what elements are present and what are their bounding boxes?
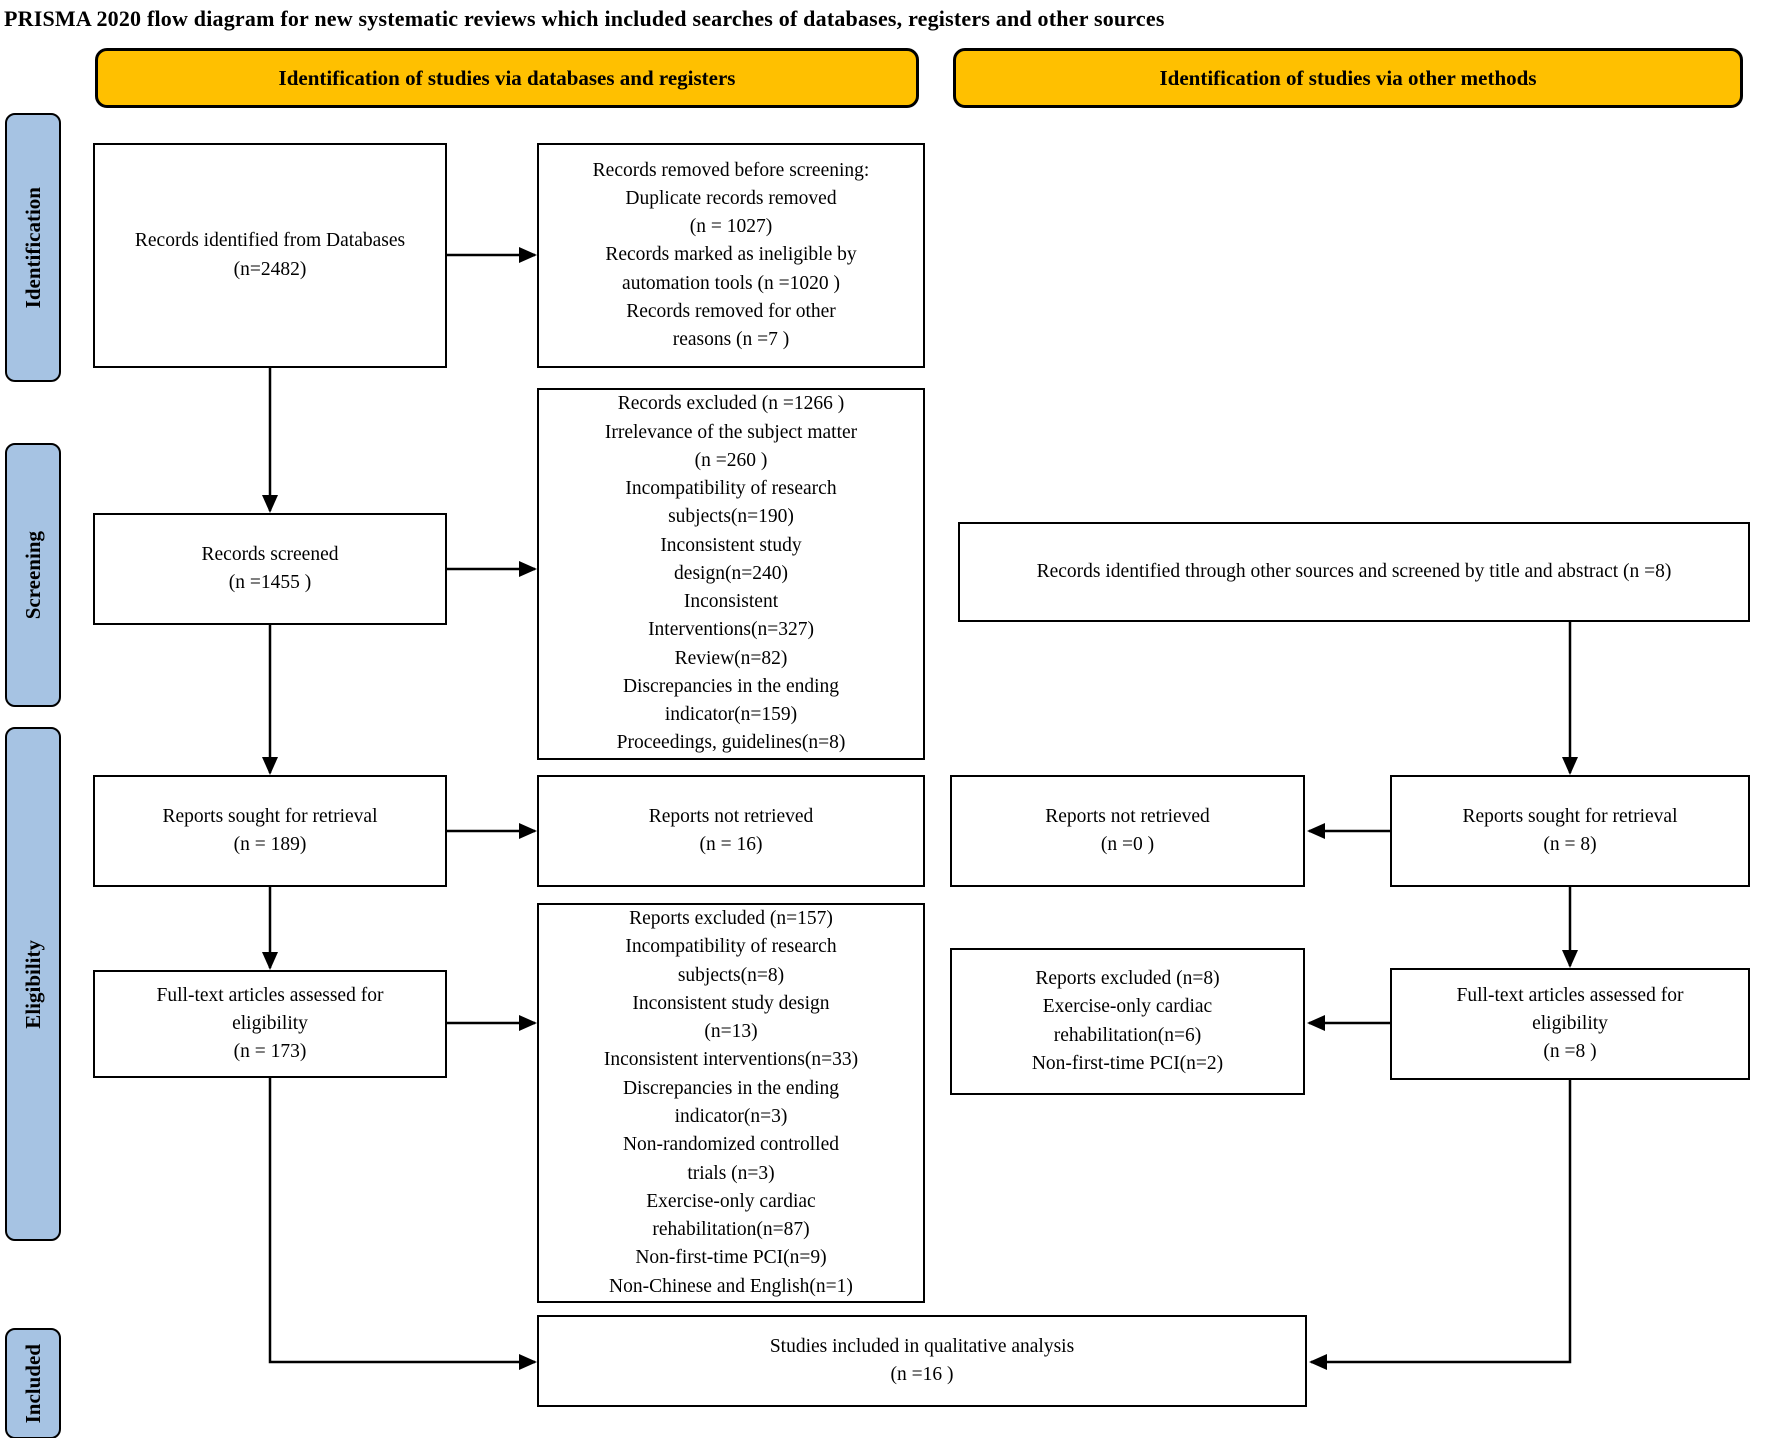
stage-eligibility-label: Eligibility [20,939,45,1029]
box-records-other-sources: Records identified through other sources… [958,522,1750,622]
box-fulltext-assessed-other: Full-text articles assessed for eligibil… [1390,968,1750,1080]
stage-included-label: Included [20,1343,45,1424]
stage-identification-label: Identification [20,186,45,309]
stage-identification: Identification [5,113,61,382]
stage-screening-label: Screening [20,530,45,620]
box-records-excluded: Records excluded (n =1266 ) Irrelevance … [537,388,925,760]
header-databases-registers: Identification of studies via databases … [95,48,919,108]
diagram-title: PRISMA 2020 flow diagram for new systema… [4,6,1165,31]
stage-eligibility: Eligibility [5,727,61,1241]
arrow-fulltext-other-to-included [1309,1080,1572,1370]
box-records-identified-databases: Records identified from Databases (n=248… [93,143,447,368]
box-records-removed-before-screening: Records removed before screening: Duplic… [537,143,925,368]
box-reports-not-retrieved-other: Reports not retrieved (n =0 ) [950,775,1305,887]
box-reports-excluded-other: Reports excluded (n=8) Exercise-only car… [950,948,1305,1095]
stage-included: Included [5,1328,61,1438]
box-fulltext-assessed-databases: Full-text articles assessed for eligibil… [93,970,447,1078]
box-reports-sought-databases: Reports sought for retrieval (n = 189) [93,775,447,887]
box-studies-included: Studies included in qualitative analysis… [537,1315,1307,1407]
box-records-screened: Records screened (n =1455 ) [93,513,447,625]
box-reports-excluded-databases: Reports excluded (n=157) Incompatibility… [537,903,925,1303]
box-reports-sought-other: Reports sought for retrieval (n = 8) [1390,775,1750,887]
header-other-methods: Identification of studies via other meth… [953,48,1743,108]
box-reports-not-retrieved-databases: Reports not retrieved (n = 16) [537,775,925,887]
arrow-fulltext-to-included [268,1078,537,1370]
stage-screening: Screening [5,443,61,707]
